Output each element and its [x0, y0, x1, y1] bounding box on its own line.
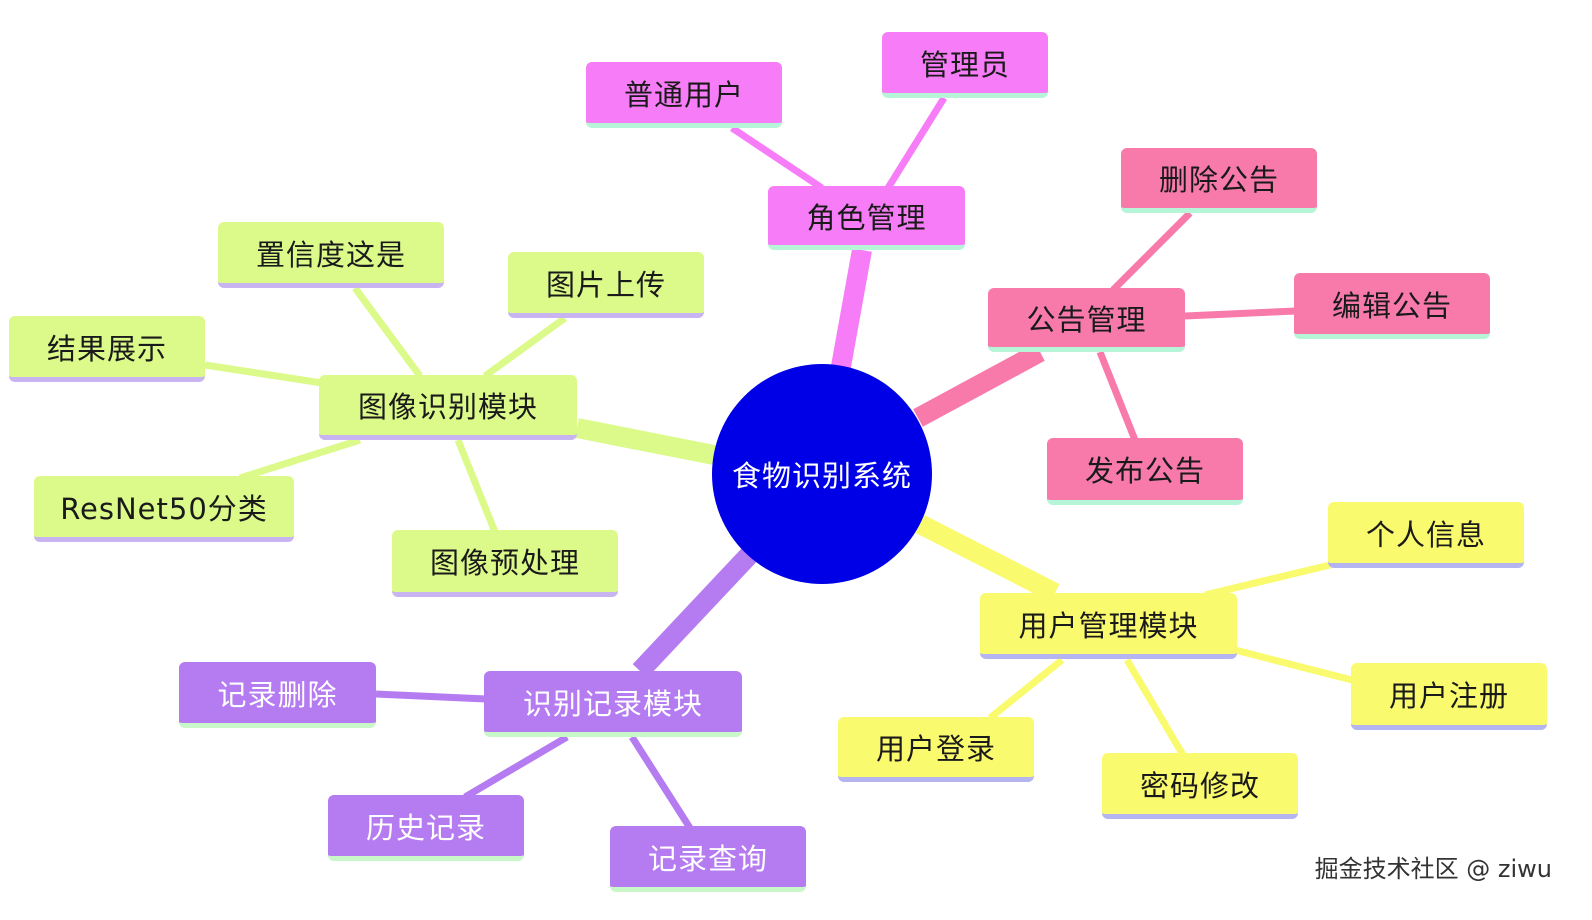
edge-notice-publish: [1096, 350, 1139, 442]
edit-notice-node: 编辑公告: [1294, 273, 1490, 339]
preprocess-node: 图像预处理: [392, 530, 618, 597]
resnet50-node: ResNet50分类: [34, 476, 294, 542]
record-delete-node: 记录删除: [179, 662, 376, 728]
edge-record-history: [463, 733, 569, 801]
user-register-node: 用户注册: [1351, 663, 1547, 730]
edge-root-record: [632, 545, 760, 678]
record-module-node: 识别记录模块: [484, 671, 742, 737]
notice-management-node: 公告管理: [988, 288, 1185, 352]
edge-root-notice: [913, 343, 1045, 427]
image-recognition-node: 图像识别模块: [319, 375, 577, 440]
image-upload-node: 图片上传: [508, 252, 704, 318]
role-management-node: 角色管理: [768, 186, 965, 250]
edge-image-resnet: [238, 436, 362, 482]
edge-user-info: [1204, 561, 1331, 599]
record-query-node: 记录查询: [610, 826, 806, 892]
edge-image-result: [204, 361, 323, 387]
admin-node: 管理员: [882, 32, 1048, 98]
edge-image-preprocess: [454, 438, 499, 534]
watermark: 掘金技术社区 @ ziwu: [1314, 855, 1552, 883]
edge-notice-edit: [1184, 307, 1297, 320]
edge-notice-delete: [1110, 210, 1193, 293]
edge-role-admin: [885, 96, 947, 190]
confidence-node: 置信度这是: [218, 222, 444, 288]
regular-user-node: 普通用户: [586, 62, 782, 128]
publish-notice-node: 发布公告: [1047, 438, 1243, 505]
edge-root-image: [575, 418, 716, 465]
edge-role-user: [730, 125, 824, 191]
root-node: 食物识别系统: [712, 364, 932, 584]
edge-user-login: [987, 657, 1065, 721]
password-change-node: 密码修改: [1102, 753, 1298, 819]
edge-root-role: [830, 248, 872, 374]
edge-image-confidence: [352, 285, 423, 379]
result-display-node: 结果展示: [9, 316, 205, 382]
user-management-node: 用户管理模块: [980, 593, 1237, 659]
delete-notice-node: 删除公告: [1121, 148, 1317, 213]
edge-image-upload: [482, 315, 568, 379]
personal-info-node: 个人信息: [1328, 502, 1524, 568]
edge-user-register: [1234, 646, 1353, 684]
edge-root-user: [915, 515, 1060, 602]
user-login-node: 用户登录: [838, 717, 1034, 782]
edge-record-delete: [375, 690, 487, 703]
edge-record-query: [629, 735, 693, 830]
history-node: 历史记录: [328, 795, 524, 861]
edge-user-password: [1123, 658, 1187, 757]
